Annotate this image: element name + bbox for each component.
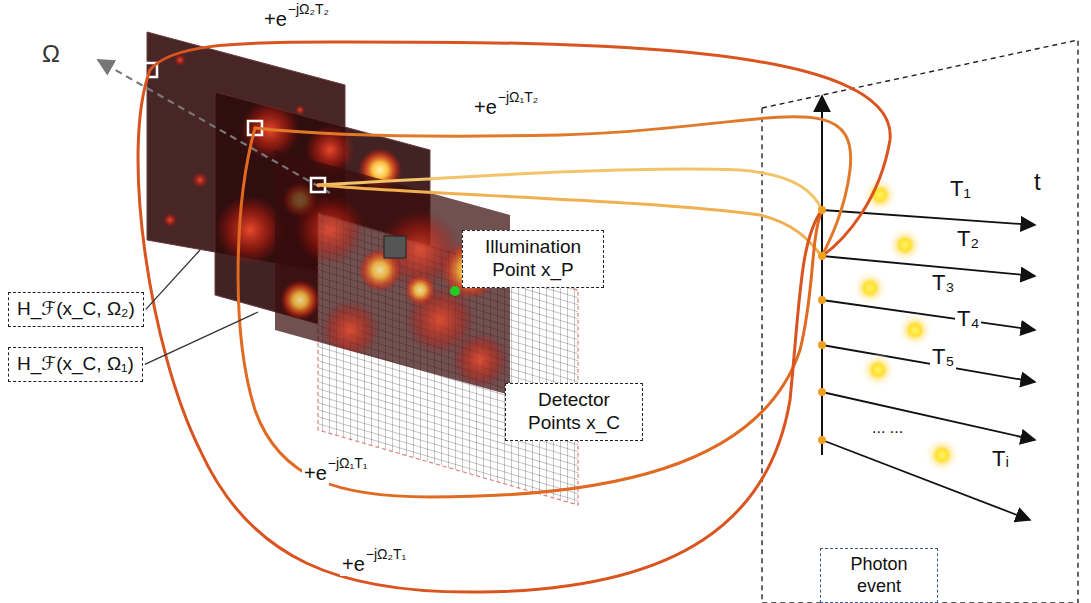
event-point	[818, 436, 826, 444]
time-axes	[822, 210, 1035, 520]
heat-blob	[215, 195, 285, 265]
phase-exponent: −jΩ₂T₁	[364, 546, 408, 562]
phase-term: +e	[302, 462, 329, 485]
heat-blob	[295, 195, 365, 265]
heatmap	[280, 195, 508, 388]
phase-exponent: −jΩ₂T₂	[286, 1, 331, 17]
photon-dot	[888, 228, 922, 262]
time-label: T₁	[948, 176, 973, 201]
event-points	[818, 206, 826, 444]
heat-blob	[280, 280, 320, 320]
event-point	[818, 206, 826, 214]
time-axis	[822, 345, 1035, 382]
time-axis	[822, 256, 1035, 276]
time-label: T₃	[930, 270, 956, 295]
phase-curves	[138, 42, 890, 592]
box-text: H_ℱ(x_C, Ω₂)	[17, 298, 135, 321]
phase-term: +e	[262, 8, 289, 31]
photon-dot	[925, 438, 959, 472]
callout-box: Detector Points x_C	[505, 383, 643, 441]
leader-line	[145, 312, 258, 364]
box-text: Illumination Point x_P	[471, 236, 595, 282]
time-label: T₄	[955, 306, 981, 331]
time-axis	[822, 392, 1035, 440]
heat-blob	[163, 213, 177, 227]
box-text: H_ℱ(x_C, Ω₁)	[17, 353, 134, 376]
heat-blob	[404, 274, 436, 306]
time-label: Tᵢ	[990, 446, 1011, 471]
phase-curve	[150, 42, 890, 256]
heat-blob	[320, 300, 380, 360]
phase-exponent: −jΩ₁T₁	[326, 455, 370, 471]
time-label: T₂	[955, 226, 981, 251]
axis-label: Ω	[40, 40, 62, 68]
event-axis	[821, 96, 823, 455]
illumination-pixel	[384, 236, 406, 258]
box-text: Photon event	[829, 554, 929, 597]
photon-dot	[861, 353, 895, 387]
box-text: Detector Points x_C	[514, 389, 634, 435]
photon-dot	[898, 313, 932, 347]
leader-line	[146, 250, 200, 309]
time-label: T₅	[930, 344, 956, 369]
function-label-box: H_ℱ(x_C, Ω₁)	[8, 347, 143, 382]
heat-blob	[192, 172, 208, 188]
photon-dot	[863, 178, 897, 212]
ellipsis: ... ...	[870, 419, 905, 437]
event-point	[818, 341, 826, 349]
event-point	[818, 388, 826, 396]
detector-point	[450, 286, 460, 296]
event-point	[818, 252, 826, 260]
leader-lines	[145, 250, 258, 364]
panel-title-box: Photon event	[820, 548, 938, 603]
phase-exponent: −jΩ₁T₂	[496, 89, 540, 105]
event-point	[818, 296, 826, 304]
axis-label: t	[1032, 168, 1043, 196]
photon-dot	[853, 271, 887, 305]
phase-term: +e	[472, 96, 499, 119]
photon-panel	[762, 40, 1078, 603]
phase-curve	[138, 70, 822, 592]
omega-axis	[98, 60, 330, 193]
phase-curve	[238, 128, 822, 497]
phase-term: +e	[340, 553, 367, 576]
callout-box: Illumination Point x_P	[462, 230, 604, 288]
photon-glows	[853, 178, 959, 472]
function-label-box: H_ℱ(x_C, Ω₂)	[8, 292, 144, 327]
heat-blob	[174, 54, 186, 66]
heat-blob	[452, 332, 508, 388]
